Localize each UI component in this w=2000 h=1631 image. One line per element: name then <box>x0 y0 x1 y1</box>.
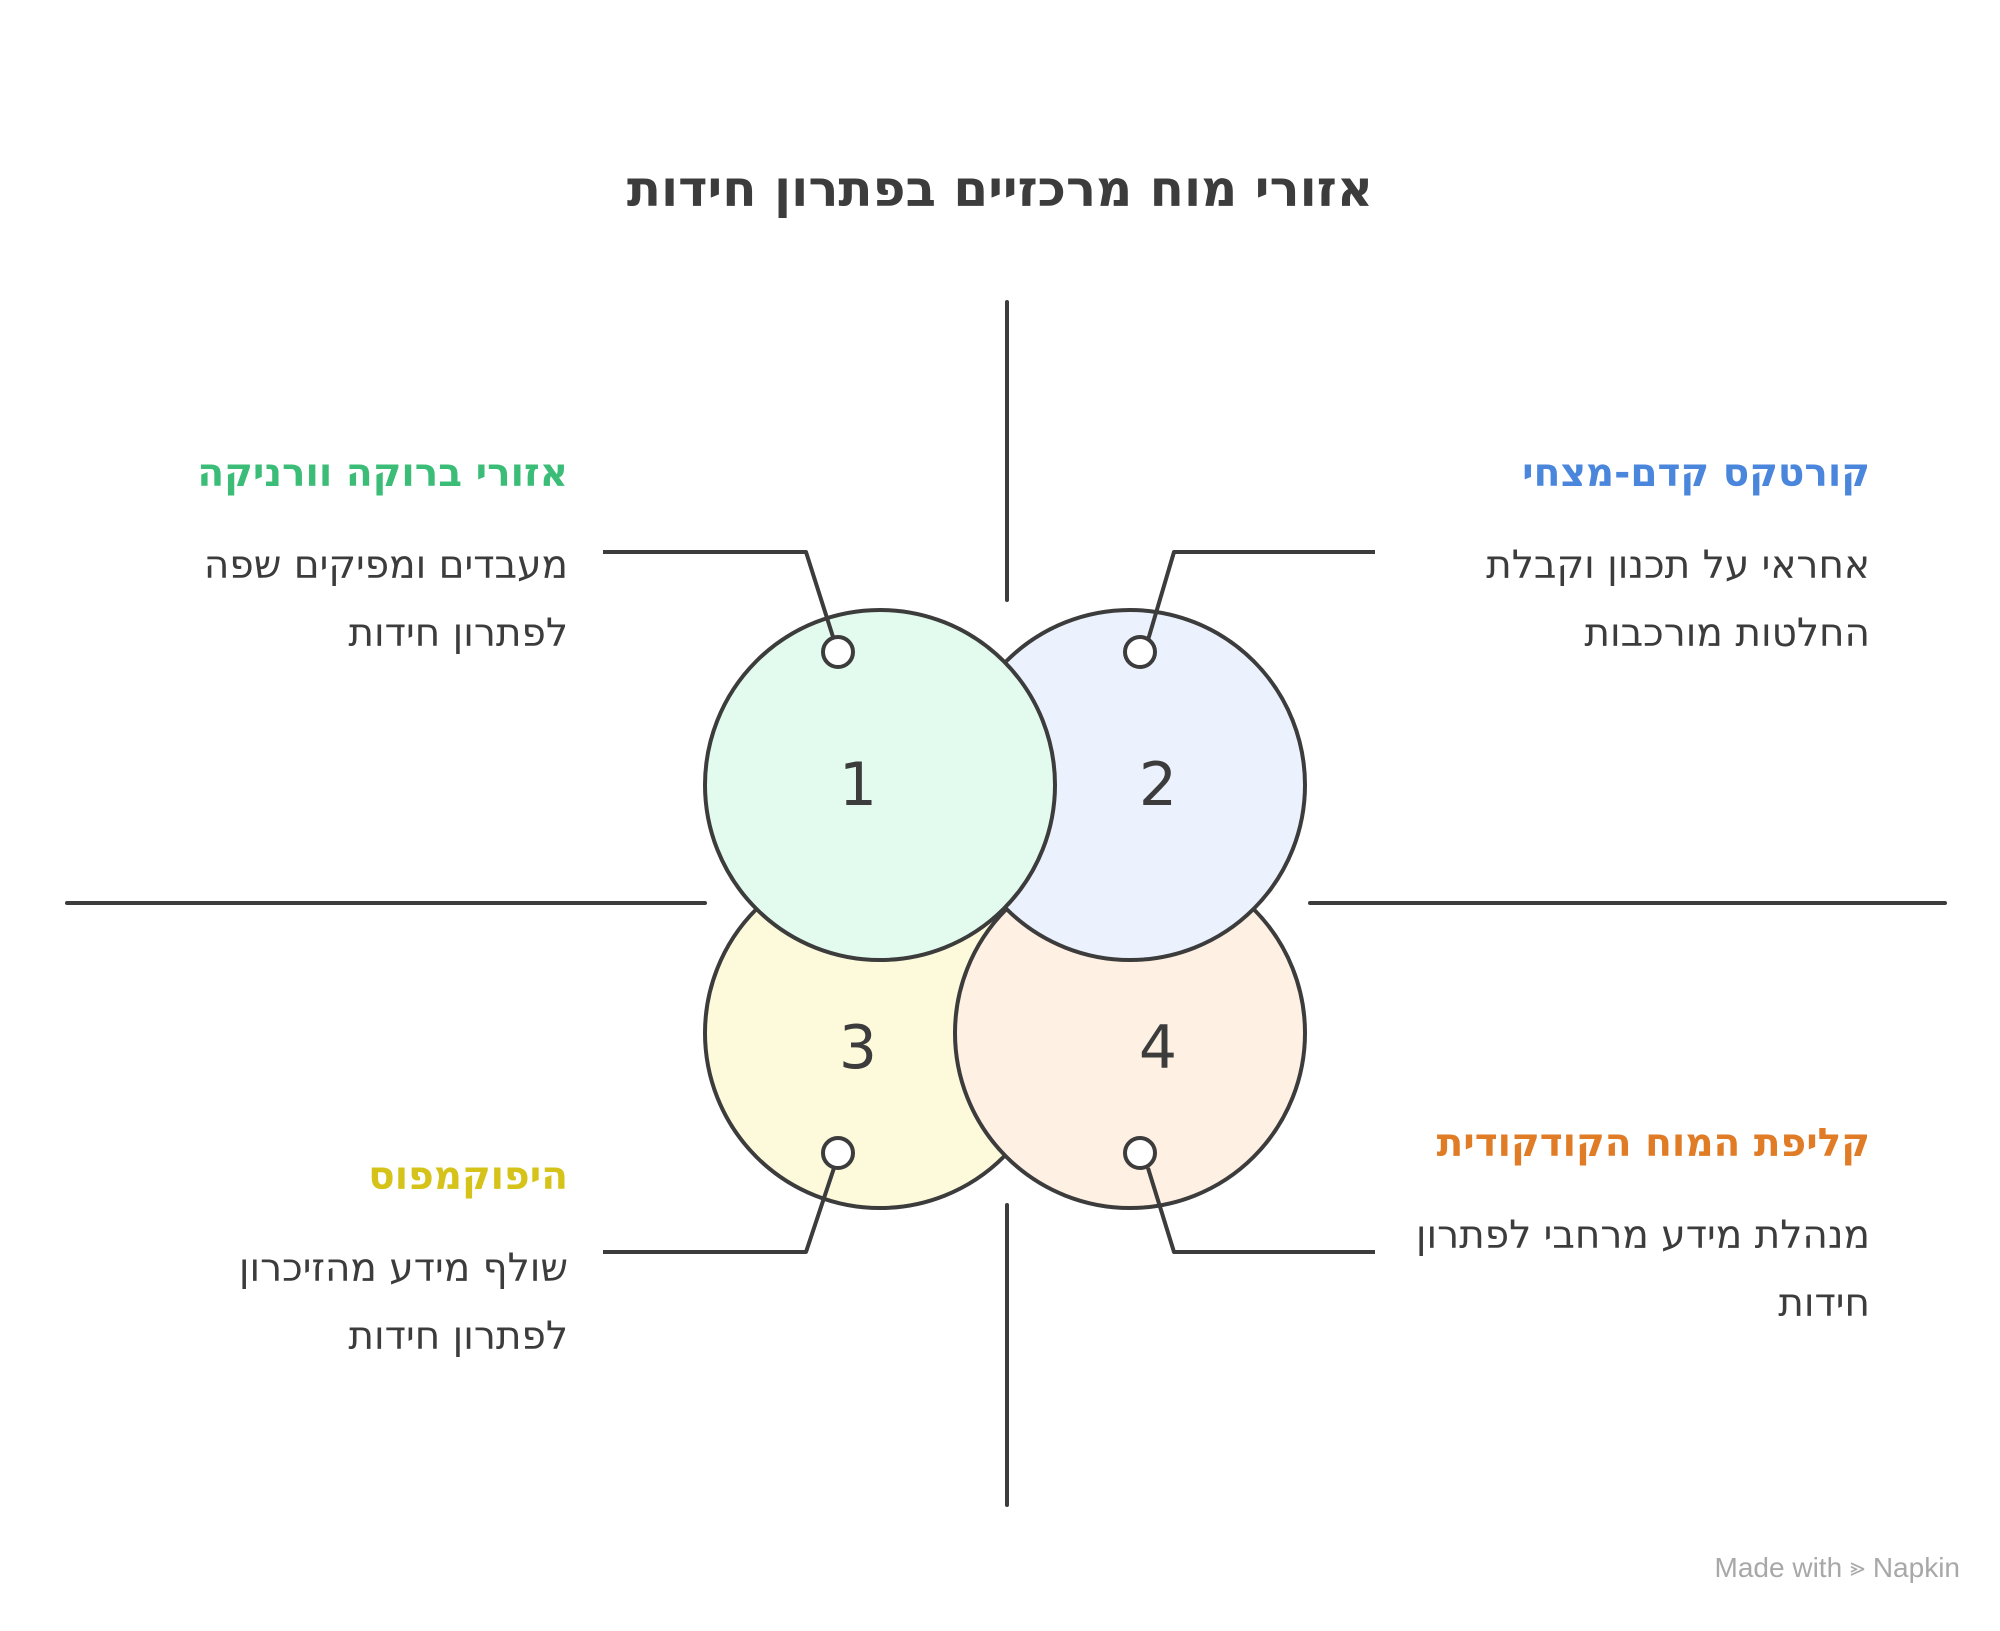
item-4-heading: קליפת המוח הקודקודית <box>1436 1121 1870 1166</box>
circle-4-number: 4 <box>1139 1013 1177 1083</box>
marker-4 <box>1123 1136 1157 1170</box>
circle-1-number: 1 <box>839 750 877 820</box>
connector-1 <box>603 550 836 641</box>
made-with-napkin-badge[interactable]: Made with ⪢ Napkin <box>1650 1552 1960 1584</box>
marker-3 <box>821 1136 855 1170</box>
item-2-heading: קורטקס קדם-מצחי <box>1522 451 1870 496</box>
connector-3 <box>603 1167 836 1254</box>
item-block-4: קליפת המוח הקודקודית מנהלת מידע מרחבי לפ… <box>1400 1110 1870 1338</box>
item-3-description: שולף מידע מהזיכרון לפתרון חידות <box>238 1246 568 1359</box>
connector-2 <box>1146 550 1375 641</box>
brand-prefix: Made with <box>1714 1552 1843 1583</box>
marker-1 <box>821 635 855 669</box>
item-block-2: קורטקס קדם-מצחי אחראי על תכנון וקבלת החל… <box>1400 440 1870 668</box>
item-3-heading: היפוקמפוס <box>368 1154 568 1199</box>
item-2-description: אחראי על תכנון וקבלת החלטות מורכבות <box>1486 543 1870 656</box>
circle-3-number: 3 <box>839 1013 877 1083</box>
circle-2-number: 2 <box>1139 750 1177 820</box>
circle-1 <box>703 608 1057 962</box>
diagram-title: אזורי מוח מרכזיים בפתרון חידות <box>626 160 1374 218</box>
item-4-description: מנהלת מידע מרחבי לפתרון חידות <box>1415 1213 1870 1326</box>
connector-4 <box>1146 1167 1375 1254</box>
marker-2 <box>1123 635 1157 669</box>
item-block-3: היפוקמפוס שולף מידע מהזיכרון לפתרון חידו… <box>120 1143 568 1371</box>
item-1-heading: אזורי ברוקה וורניקה <box>197 451 568 496</box>
item-block-1: אזורי ברוקה וורניקה מעבדים ומפיקים שפה ל… <box>120 440 568 668</box>
napkin-logo-icon: ⪢ <box>1850 1552 1865 1582</box>
brand-name: Napkin <box>1872 1552 1960 1583</box>
item-1-description: מעבדים ומפיקים שפה לפתרון חידות <box>203 543 568 656</box>
